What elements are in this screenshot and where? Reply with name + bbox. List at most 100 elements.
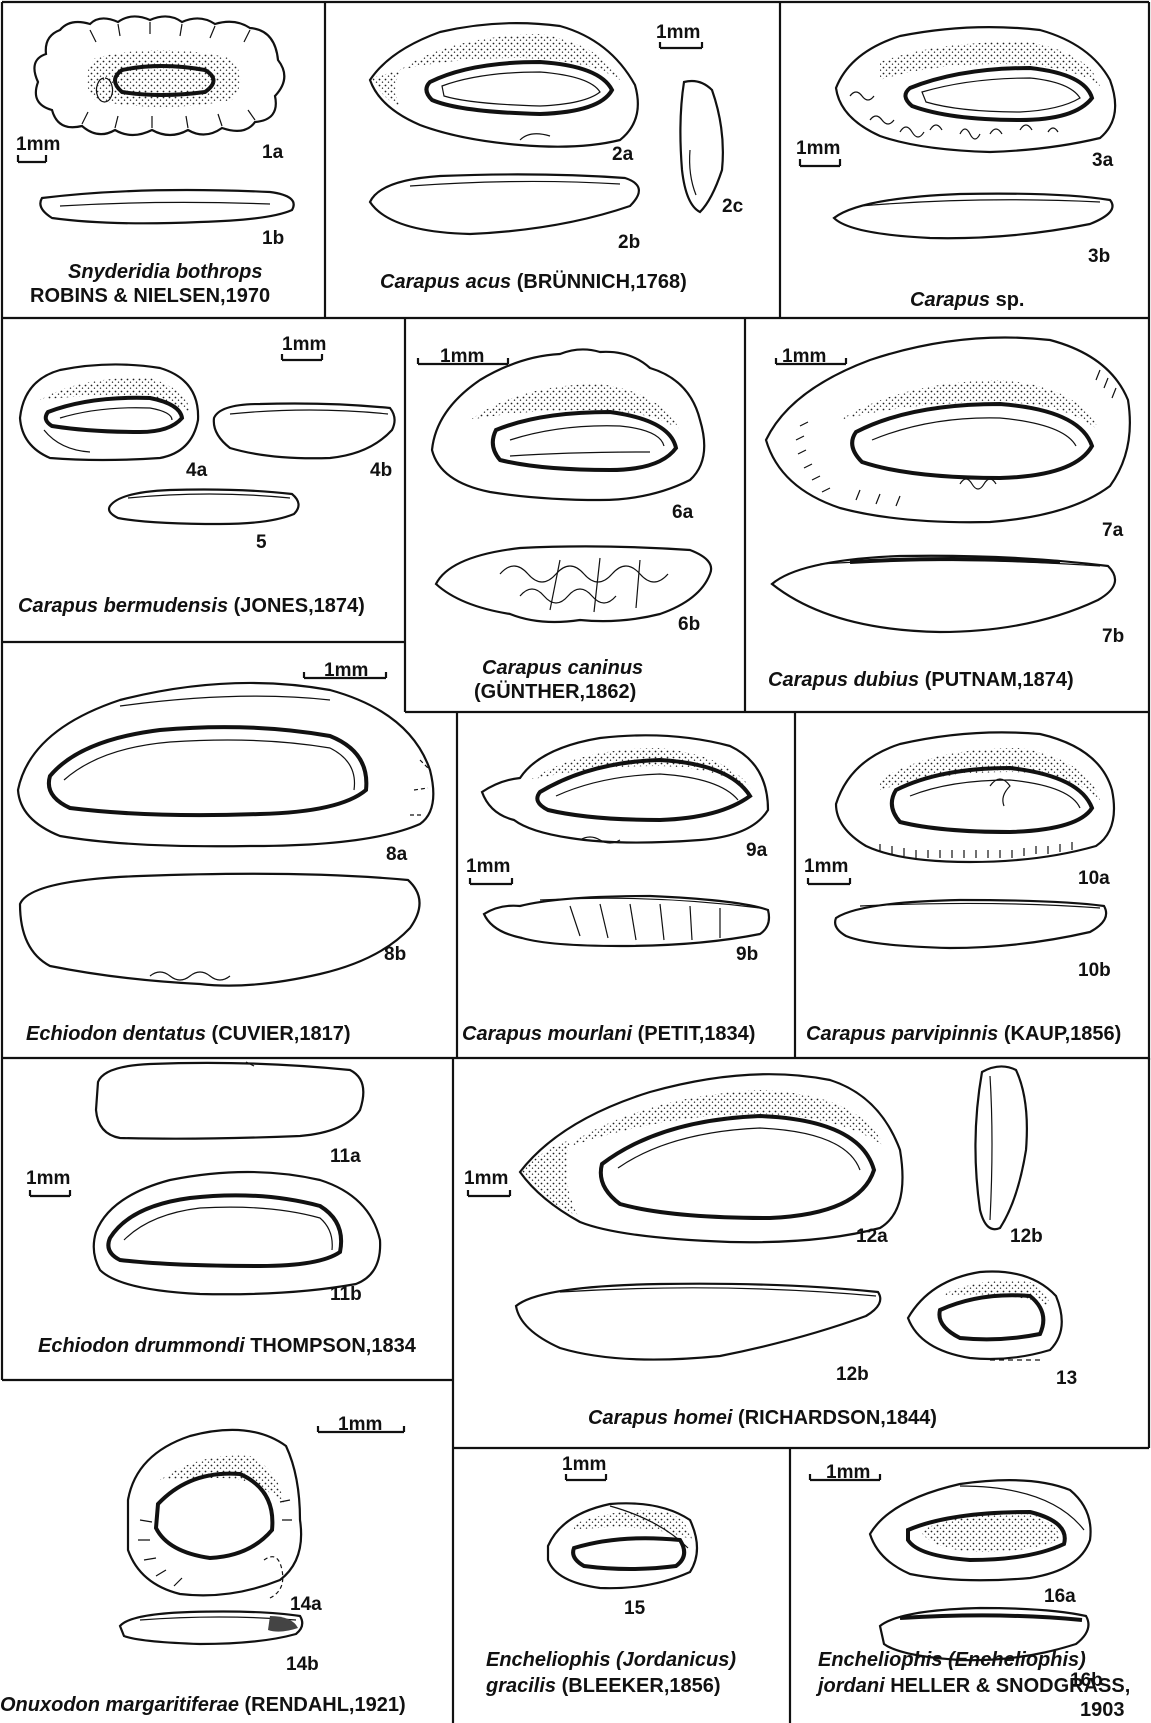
scale-label-15: 1mm (562, 1454, 606, 1475)
caption-10-species: Carapus parvipinnis (806, 1023, 998, 1045)
fig-label-1b: 1b (262, 228, 284, 249)
caption-12-author: (RICHARDSON,1844) (732, 1407, 936, 1429)
caption-16-author: HELLER & SNODGRASS, (885, 1675, 1131, 1697)
caption-10-author: (KAUP,1856) (998, 1023, 1121, 1045)
caption-15-line1: Encheliophis (Jordanicus) (486, 1649, 736, 1671)
fig-label-3a: 3a (1092, 150, 1114, 171)
panel-carapus-parvipinnis: 1mm 10a 10b Carapus parvipinnis (KAUP,18… (804, 732, 1121, 1045)
fig-label-2b: 2b (618, 232, 640, 253)
fig-label-9b: 9b (736, 944, 758, 965)
fig-label-14a: 14a (290, 1594, 322, 1615)
caption-14: Onuxodon margaritiferae (RENDAHL,1921) (0, 1694, 406, 1716)
caption-12-species: Carapus homei (588, 1407, 733, 1429)
caption-9-species: Carapus mourlani (462, 1023, 632, 1045)
otolith-6a (432, 349, 704, 500)
caption-14-species: Onuxodon margaritiferae (0, 1694, 239, 1716)
otolith-8a (18, 683, 433, 846)
caption-11: Echiodon drummondi THOMPSON,1834 (38, 1335, 417, 1357)
panel-encheliophis-gracilis: 1mm 15 Encheliophis (Jordanicus) gracili… (485, 1454, 736, 1697)
panel-carapus-sp: 1mm 3a 3b Carapus sp. (796, 27, 1115, 311)
fig-label-5: 5 (256, 532, 267, 553)
panel-snyderidia: 1mm 1a 1b Snyderidia bothrops ROBINS & N… (16, 16, 294, 307)
scale-bar-11 (30, 1190, 70, 1196)
scale-label-4: 1mm (282, 334, 326, 355)
caption-2-author: (BRÜNNICH,1768) (511, 270, 687, 293)
fig-label-13: 13 (1056, 1368, 1077, 1389)
fig-label-11b: 11b (330, 1284, 362, 1305)
otolith-11a (96, 1063, 363, 1139)
scale-bar-9 (470, 878, 512, 884)
fig-label-10b: 10b (1078, 960, 1111, 981)
fig-label-4a: 4a (186, 460, 208, 481)
scale-bar-12 (468, 1190, 510, 1196)
otolith-9b (484, 896, 769, 946)
otolith-1b (40, 190, 293, 223)
fig-label-4b: 4b (370, 460, 392, 481)
otolith-11b (94, 1172, 380, 1294)
caption-2-species: Carapus acus (380, 271, 511, 293)
caption-16-line1: Encheliophis (Encheliophis) (818, 1649, 1086, 1671)
caption-6-line1: Carapus caninus (482, 657, 643, 679)
panel-carapus-dubius: 1mm 7a 7b Carapus dubius (PUTNAM,1874) (766, 338, 1130, 692)
scale-label-3: 1mm (796, 138, 840, 159)
fig-label-8a: 8a (386, 844, 408, 865)
scale-label-10: 1mm (804, 856, 848, 877)
fig-label-2a: 2a (612, 144, 634, 165)
caption-15-line2: gracilis (BLEEKER,1856) (485, 1675, 721, 1697)
scale-bar-3 (800, 159, 840, 166)
fig-label-12b-side: 12b (1010, 1226, 1043, 1247)
fig-label-7b: 7b (1102, 626, 1124, 647)
fig-label-1a: 1a (262, 142, 284, 163)
otolith-12b (516, 1284, 880, 1360)
otolith-10b (835, 900, 1106, 948)
fig-label-14b: 14b (286, 1654, 319, 1675)
panel-carapus-mourlani: 9a 1mm 9b Carapus mourlani (PETIT,1834) (462, 735, 769, 1045)
scale-label-1: 1mm (16, 134, 60, 155)
caption-15-species: gracilis (485, 1675, 556, 1697)
caption-3-species: Carapus (910, 289, 990, 311)
caption-10: Carapus parvipinnis (KAUP,1856) (806, 1023, 1121, 1045)
otolith-12b-side (975, 1066, 1026, 1229)
caption-4: Carapus bermudensis (JONES,1874) (18, 595, 365, 617)
scale-label-6: 1mm (440, 346, 484, 367)
panel-echiodon-dentatus: 1mm 8a 8b Echiodon dentatus (CUVIER,1817… (18, 660, 433, 1045)
scale-label-11: 1mm (26, 1168, 70, 1189)
caption-9: Carapus mourlani (PETIT,1834) (462, 1023, 755, 1045)
panel-carapus-homei: 1mm 12a 12b 12b 13 Carapus homei (RICHAR… (464, 1066, 1077, 1429)
caption-3: Carapus sp. (910, 289, 1024, 311)
fig-label-15: 15 (624, 1598, 646, 1619)
fig-label-2c: 2c (722, 196, 744, 217)
caption-7-species: Carapus dubius (768, 669, 919, 691)
panel-encheliophis-jordani: 1mm 16a 16b Encheliophis (Encheliophis) … (810, 1462, 1130, 1721)
fig-label-16a: 16a (1044, 1586, 1076, 1607)
scale-label-9: 1mm (466, 856, 510, 877)
panel-echiodon-drummondi: 11a 1mm 11b Echiodon drummondi THOMPSON,… (26, 1062, 417, 1357)
caption-16-line2: jordani HELLER & SNODGRASS, (815, 1675, 1130, 1697)
caption-16-species: jordani (815, 1675, 885, 1697)
caption-3-author: sp. (990, 289, 1024, 311)
fig-label-12b: 12b (836, 1364, 869, 1385)
fig-label-6b: 6b (678, 614, 700, 635)
caption-9-author: (PETIT,1834) (632, 1023, 755, 1045)
caption-6-line2: (GÜNTHER,1862) (474, 680, 636, 703)
fig-label-9a: 9a (746, 840, 768, 861)
panel-onuxodon: 1mm 14a 14b Onuxodon margaritiferae (REN… (0, 1414, 406, 1716)
fig-label-7a: 7a (1102, 520, 1124, 541)
scale-label-12: 1mm (464, 1168, 508, 1189)
caption-1-line1: Snyderidia bothrops (68, 261, 262, 283)
panel-carapus-caninus: 1mm 6a 6b Carapus caninus (GÜNTHER,1862) (418, 346, 711, 703)
caption-16-line3: 1903 (1080, 1699, 1125, 1721)
panel-carapus-bermudensis: 4a 1mm 4b 5 Carapus bermudensis (JONES,1… (18, 334, 395, 617)
otolith-5 (109, 490, 299, 525)
caption-8: Echiodon dentatus (CUVIER,1817) (26, 1023, 351, 1045)
caption-15-author: (BLEEKER,1856) (556, 1675, 721, 1697)
caption-11-species: Echiodon drummondi (38, 1335, 245, 1357)
scale-bar-10 (808, 878, 850, 884)
fig-label-6a: 6a (672, 502, 694, 523)
otolith-7b (772, 556, 1115, 632)
scale-label-8: 1mm (324, 660, 368, 681)
otolith-14a (128, 1430, 301, 1595)
caption-7-author: (PUTNAM,1874) (919, 669, 1073, 691)
scale-label-16: 1mm (826, 1462, 870, 1483)
